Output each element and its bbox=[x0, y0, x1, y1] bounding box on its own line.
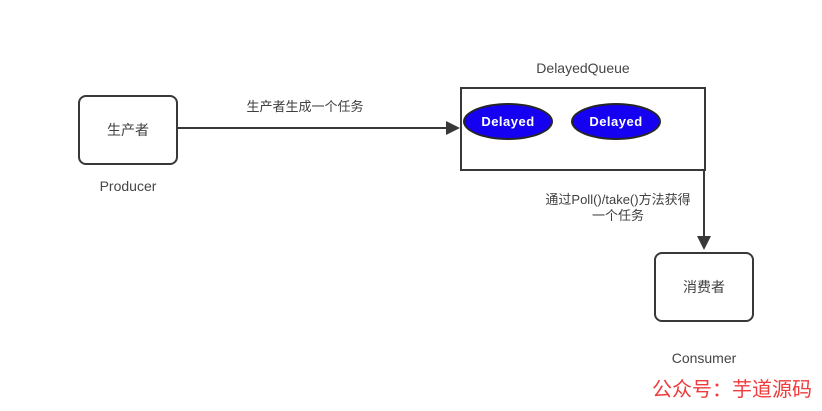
produce-arrow-label: 生产者生成一个任务 bbox=[246, 99, 364, 114]
delayed-task-2: Delayed bbox=[571, 103, 661, 140]
watermark-text: 公众号：芋道源码 bbox=[652, 379, 812, 401]
arrow-right-head-icon bbox=[446, 121, 460, 135]
delayed-task-2-label: Delayed bbox=[589, 114, 643, 129]
consume-arrow-label-line2: 一个任务 bbox=[591, 208, 644, 223]
queue-title: DelayedQueue bbox=[536, 60, 630, 76]
delayed-task-1: Delayed bbox=[463, 103, 553, 140]
delayed-task-1-label: Delayed bbox=[481, 114, 535, 129]
consume-arrow-line bbox=[703, 171, 705, 237]
arrow-down-head-icon bbox=[697, 236, 711, 250]
producer-caption: Producer bbox=[99, 178, 157, 194]
produce-arrow-line bbox=[178, 127, 448, 129]
consumer-node: 消费者 bbox=[654, 252, 754, 322]
consume-arrow-label-line1: 通过Poll()/take()方法获得 bbox=[545, 192, 691, 207]
consume-arrow-label: 通过Poll()/take()方法获得 一个任务 bbox=[530, 192, 706, 224]
consumer-caption: Consumer bbox=[671, 350, 737, 366]
producer-node-label: 生产者 bbox=[107, 122, 149, 138]
producer-node: 生产者 bbox=[78, 95, 178, 165]
consumer-node-label: 消费者 bbox=[683, 279, 725, 295]
